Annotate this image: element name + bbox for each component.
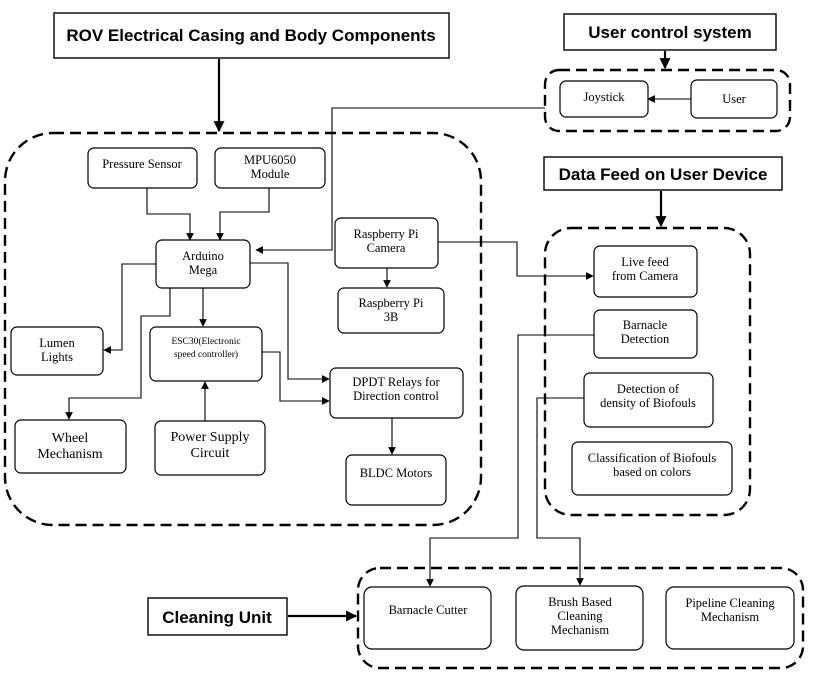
heading-boxes: ROV Electrical Casing and Body Component… — [53, 12, 783, 636]
detection-to-cutter-arrow — [426, 334, 594, 587]
density-to-brush-arrow — [536, 397, 584, 586]
user-control-heading-box — [563, 13, 777, 51]
barnacle-cutter-box — [363, 586, 492, 650]
esc-to-dpdt-arrow — [262, 351, 330, 405]
joystick-label: Joystick — [584, 90, 626, 104]
rov-heading-box — [53, 12, 450, 59]
joystick-box — [559, 80, 649, 118]
rov-components-group — [3, 131, 483, 527]
cleaning-heading-box — [147, 597, 288, 636]
user-control-heading: User control system — [588, 23, 751, 42]
mpu6050-box — [214, 147, 326, 189]
cleaning-heading: Cleaning Unit — [162, 608, 272, 627]
esc30-box — [149, 326, 263, 382]
rov-heading: ROV Electrical Casing and Body Component… — [66, 26, 435, 45]
data-feed-heading-box — [543, 156, 783, 191]
power-supply-box — [154, 420, 266, 476]
arduino-mega-box — [155, 239, 251, 289]
lumen-lights-box — [10, 326, 104, 376]
user-box — [690, 79, 778, 119]
cleaning-unit-group — [356, 566, 805, 670]
brush-cleaning-box — [515, 585, 644, 651]
data-feed-heading: Data Feed on User Device — [559, 165, 768, 184]
biofoul-density-box — [583, 372, 714, 428]
wheel-mechanism-box — [14, 419, 127, 474]
pressure-sensor-box — [87, 147, 198, 189]
connectors — [65, 51, 691, 622]
bldc-motors-box — [345, 454, 447, 506]
group-containers — [3, 68, 805, 670]
pressure-sensor-label: Pressure Sensor — [102, 157, 182, 171]
biofoul-classification-box — [571, 441, 733, 496]
arduino-to-dpdt-arrow — [250, 262, 330, 383]
pressure-to-arduino-arrow — [146, 188, 194, 241]
mpu-to-arduino-arrow — [216, 188, 270, 241]
user-control-group — [543, 68, 792, 133]
live-feed-box — [593, 245, 698, 298]
rpi-3b-box — [337, 287, 445, 334]
user-label: User — [722, 92, 746, 106]
barnacle-detection-box — [593, 309, 698, 359]
rpi-camera-box — [334, 217, 439, 269]
arduino-to-lumen-arrow — [103, 263, 156, 354]
pipeline-cleaning-box — [665, 586, 795, 650]
barnacle-cutter-label: Barnacle Cutter — [389, 603, 469, 617]
data-feed-group — [543, 226, 752, 517]
joystick-to-arduino-arrow — [255, 107, 545, 254]
camera-to-livefeed-arrow — [438, 241, 594, 280]
bldc-motors-label: BLDC Motors — [360, 466, 433, 480]
arduino-to-wheel-arrow — [65, 288, 171, 420]
dpdt-relays-box — [329, 367, 464, 419]
